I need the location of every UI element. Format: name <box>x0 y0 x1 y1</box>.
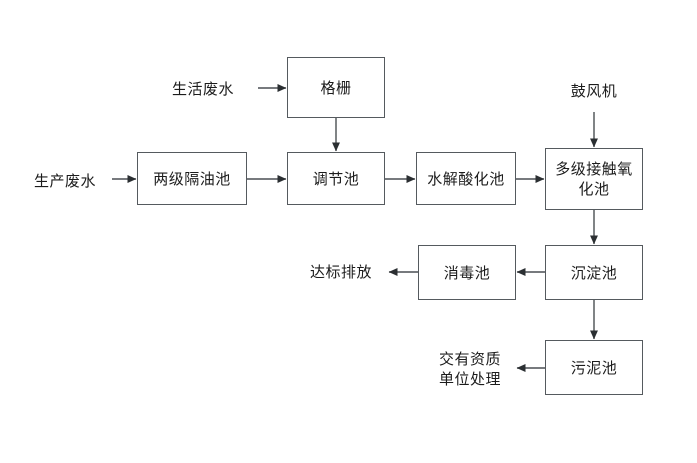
label-qualified-unit-treatment: 交有资质 单位处理 <box>438 350 501 388</box>
node-two-stage-oil-separation-tank-label: 两级隔油池 <box>153 169 231 188</box>
label-production-wastewater: 生产废水 <box>33 172 96 190</box>
node-hydrolysis-acidification-tank[interactable]: 水解酸化池 <box>416 152 516 205</box>
node-grid[interactable]: 格栅 <box>287 57 385 118</box>
node-sludge-tank-label: 污泥池 <box>570 358 618 377</box>
node-disinfection-tank[interactable]: 消毒池 <box>418 245 516 300</box>
node-adjustment-tank-label: 调节池 <box>312 169 360 188</box>
node-multistage-contact-oxidation-tank[interactable]: 多级接触氧 化池 <box>545 148 643 210</box>
node-sedimentation-tank[interactable]: 沉淀池 <box>545 245 643 300</box>
label-compliant-discharge: 达标排放 <box>309 263 372 281</box>
node-disinfection-tank-label: 消毒池 <box>443 263 491 282</box>
label-blower: 鼓风机 <box>570 82 618 100</box>
node-adjustment-tank[interactable]: 调节池 <box>287 152 385 205</box>
node-grid-label: 格栅 <box>320 78 352 97</box>
label-domestic-wastewater: 生活废水 <box>171 80 234 98</box>
node-sedimentation-tank-label: 沉淀池 <box>570 263 618 282</box>
node-multistage-contact-oxidation-tank-label: 多级接触氧 化池 <box>555 160 633 198</box>
node-hydrolysis-acidification-tank-label: 水解酸化池 <box>427 169 505 188</box>
node-sludge-tank[interactable]: 污泥池 <box>545 340 643 395</box>
node-two-stage-oil-separation-tank[interactable]: 两级隔油池 <box>137 152 247 205</box>
